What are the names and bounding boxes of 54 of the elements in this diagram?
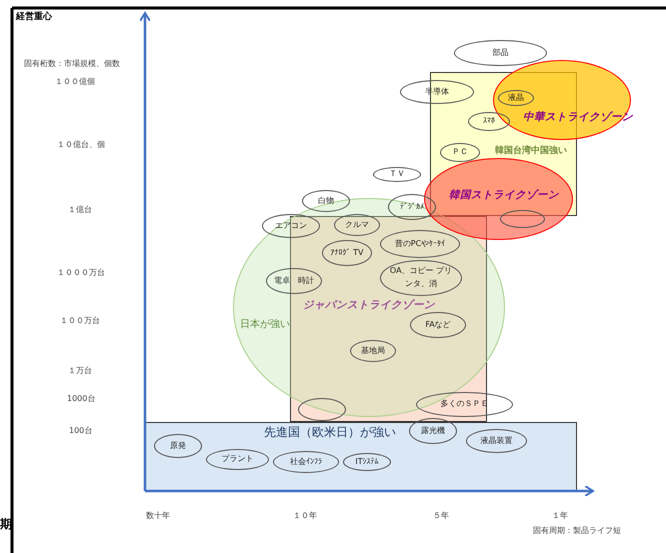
tick-label: 数十年: [146, 510, 170, 521]
tick-label: 100台: [69, 425, 92, 436]
bubble-label: ITｼｽﾃﾑ: [355, 458, 379, 466]
bubble-label: OA、コピー プリンタ、消: [388, 265, 454, 290]
axis-label: 固有周期：製品ライフ短: [533, 525, 621, 536]
tick-label: １億台: [68, 204, 92, 215]
zone-label: ジャパンストライクゾーン: [303, 299, 435, 312]
bubble-label: ｱﾅﾛｸﾞ TV: [330, 248, 364, 258]
bubble-ellipse: [273, 451, 339, 473]
bubble-label: 液晶: [508, 94, 524, 102]
bubble-label: クルマ: [345, 220, 369, 230]
tick-label: 1000台: [67, 393, 96, 404]
bubble-label: 白物: [318, 196, 334, 206]
bubble-label: 基地局: [361, 346, 385, 356]
bubble-label: 部品: [492, 48, 508, 58]
region-label: 日本が強い: [240, 319, 290, 330]
bubble-ellipse: [206, 449, 269, 470]
bubble-label: 露光機: [421, 426, 445, 436]
bubble-ellipse: [400, 80, 474, 104]
tick-label: ５年: [433, 510, 449, 521]
bubble-ellipse: [409, 418, 457, 444]
tick-label: １００億個: [55, 76, 95, 87]
bubble-ellipse: [388, 194, 436, 220]
bubble-label: ＴＶ: [389, 170, 405, 179]
bubble-label: ＰＣ: [452, 148, 468, 157]
tick-label: １０００万台: [57, 267, 105, 278]
zone-label: 韓国ストライクゾーン: [449, 189, 559, 202]
bubble-label: 液晶装置: [480, 436, 512, 446]
bubble-label: FAなど: [425, 320, 451, 330]
region-band: [145, 422, 577, 491]
bubble-ellipse: [343, 453, 391, 471]
tick-label: １００万台: [60, 315, 100, 326]
bubble-label: 昔のPCやｹｰﾀｲ: [394, 238, 446, 250]
tick-label: １万台: [68, 365, 92, 376]
bubble-label: 原発: [170, 442, 186, 450]
bubble-label: ﾃﾞｼﾞｶﾒ: [400, 202, 424, 212]
bubble-ellipse: [154, 434, 202, 458]
bubble-ellipse: [373, 167, 421, 182]
bubble-ellipse: [454, 40, 547, 66]
bubble-ellipse: [416, 392, 513, 417]
bubble-label: 社会ｲﾝﾌﾗ: [290, 458, 322, 466]
axis-title: 経営重心: [16, 10, 52, 23]
bubble-label: ｽﾏﾎ: [483, 117, 495, 126]
region-label: 先進国（欧米日）が強い: [264, 426, 396, 440]
bubble-ellipse: [498, 90, 534, 106]
region-label: 韓国台湾中国強い: [495, 147, 567, 157]
bubble-ellipse: [466, 429, 527, 453]
tick-label: １０年: [293, 510, 317, 521]
bubble-label: 電卓 時計: [274, 276, 314, 286]
axis-label: 固有桁数：市場規模、個数: [24, 58, 120, 69]
tick-label: １０億台、個: [57, 139, 105, 150]
tick-label: １年: [552, 510, 568, 521]
bubble-ellipse: [302, 190, 350, 212]
bubble-label: プラント: [222, 455, 254, 464]
